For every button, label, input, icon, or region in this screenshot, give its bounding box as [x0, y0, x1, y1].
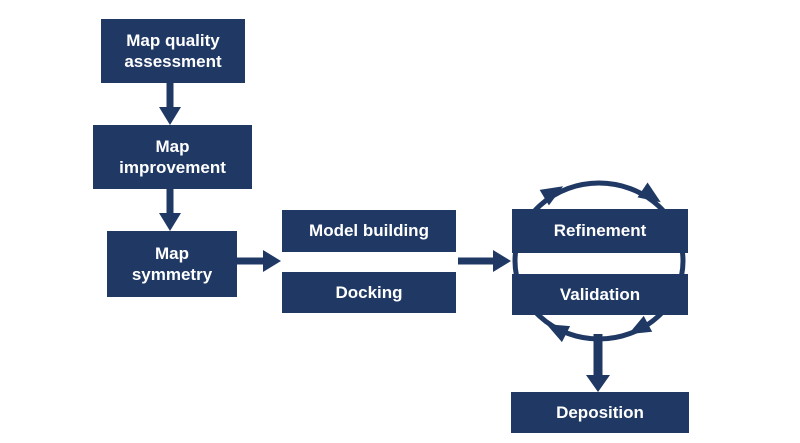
node-label-refinement: Refinement [553, 221, 647, 241]
node-validation: Validation [512, 274, 688, 315]
arrow-cycle-to-deposition [586, 334, 610, 392]
node-label-model-building: Model building [309, 221, 429, 241]
cycle-arrowhead-top-left-icon [539, 186, 564, 206]
node-label-map-quality-assessment: Map quality assessment [124, 30, 222, 71]
node-label-docking: Docking [335, 282, 403, 302]
refinement-validation-cycle-circle [512, 180, 686, 342]
node-model-building: Model building [282, 210, 456, 252]
node-map-improvement: Map improvement [93, 125, 252, 189]
cycle-arrowhead-top-right-icon [637, 182, 661, 203]
cycle-arrowhead-bottom-left-icon [546, 324, 571, 343]
cycle-arrowhead-bottom-right-icon [628, 315, 653, 335]
node-label-deposition: Deposition [556, 402, 644, 422]
arrow-map-improvement-to-map-symmetry [159, 189, 181, 231]
node-map-symmetry: Map symmetry [107, 231, 237, 297]
arrow-map-symmetry-to-model-building [237, 250, 281, 272]
node-label-validation: Validation [559, 284, 641, 304]
arrow-model-building-to-refinement [458, 250, 511, 272]
node-label-map-improvement: Map improvement [119, 136, 226, 177]
node-deposition: Deposition [511, 392, 689, 433]
node-docking: Docking [282, 272, 456, 313]
node-refinement: Refinement [512, 209, 688, 253]
node-map-quality-assessment: Map quality assessment [101, 19, 245, 83]
arrow-map-quality-to-map-improvement [159, 83, 181, 125]
node-label-map-symmetry: Map symmetry [131, 243, 213, 284]
